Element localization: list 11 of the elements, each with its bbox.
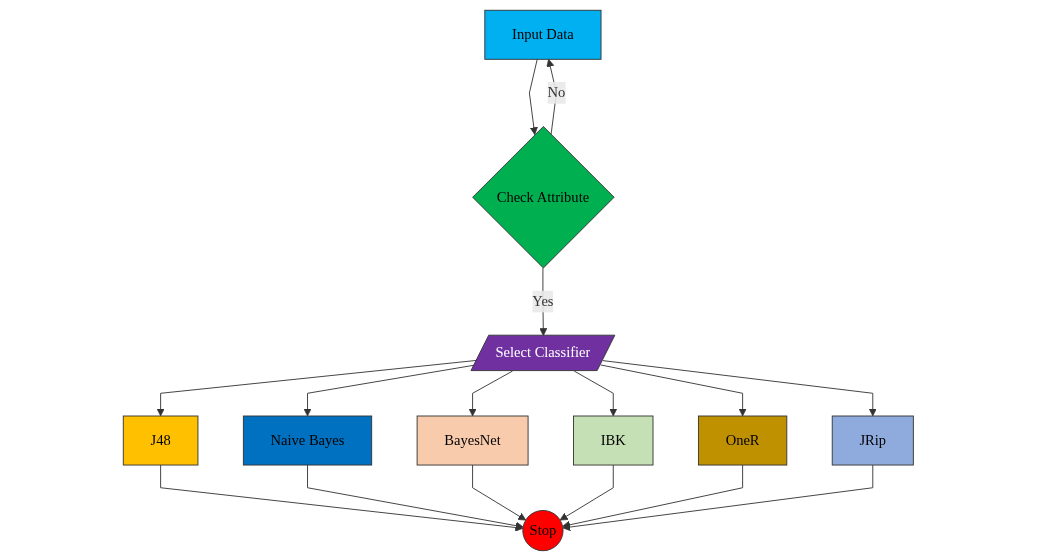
node-box: Input Data xyxy=(484,9,602,60)
node-box: JRip xyxy=(831,415,914,465)
node-diamond: Check Attribute xyxy=(472,125,615,268)
edge-label: No xyxy=(547,84,566,100)
edge-label: Yes xyxy=(532,292,554,309)
node-box: Naive Bayes xyxy=(243,415,373,465)
node-box: J48 xyxy=(123,415,199,465)
node-box: OneR xyxy=(698,415,788,465)
node-box: IBK xyxy=(573,415,654,465)
node-box: BayesNet xyxy=(416,415,529,465)
node-circle: Stop xyxy=(522,509,564,551)
